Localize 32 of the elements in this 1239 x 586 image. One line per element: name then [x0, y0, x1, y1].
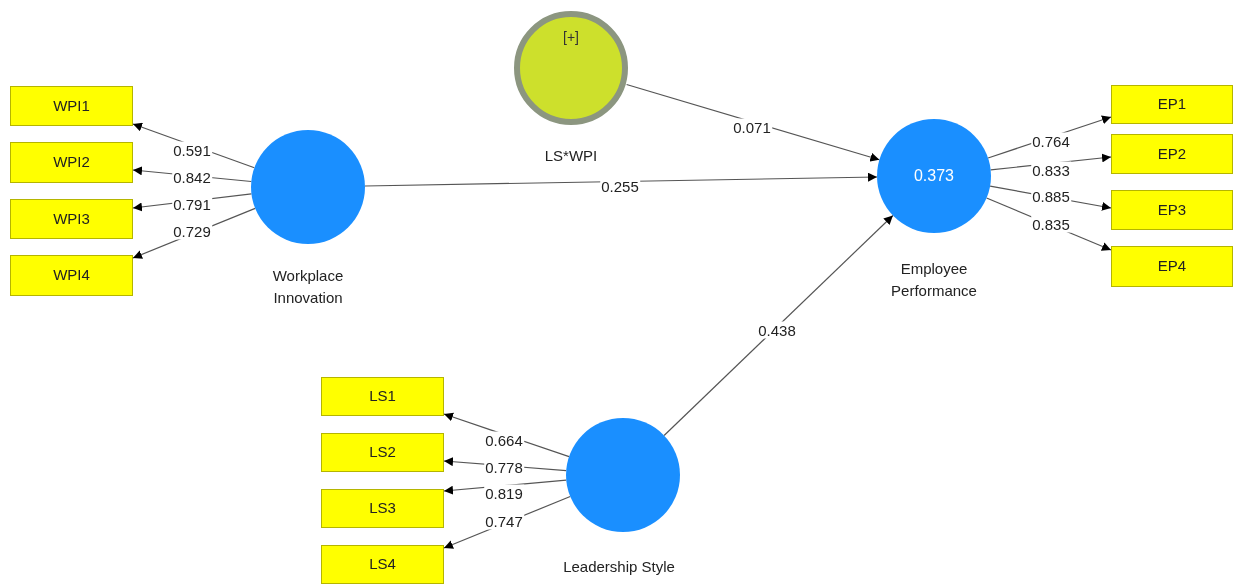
- indicator-box: LS2: [321, 433, 444, 472]
- edge-label: 0.833: [1031, 161, 1071, 179]
- indicator-box: WPI3: [10, 199, 133, 239]
- arrow: [663, 214, 894, 437]
- indicator-box: WPI1: [10, 86, 133, 126]
- edge-label: 0.835: [1031, 215, 1071, 233]
- indicator-box: EP4: [1111, 246, 1233, 287]
- indicator-box: LS4: [321, 545, 444, 584]
- edge-label: 0.747: [484, 512, 524, 530]
- indicator-box: EP1: [1111, 85, 1233, 124]
- construct-label: LS*WPI: [543, 146, 599, 166]
- edge-label: 0.664: [484, 431, 524, 449]
- edge-label: 0.791: [172, 195, 212, 213]
- edge-label: 0.438: [757, 321, 797, 339]
- indicator-box: LS1: [321, 377, 444, 416]
- indicator-box: LS3: [321, 489, 444, 528]
- edge-label: 0.071: [732, 118, 772, 136]
- edge-label: 0.764: [1031, 132, 1071, 150]
- r-squared-value: 0.373: [913, 166, 954, 186]
- edge-label: 0.255: [600, 177, 640, 195]
- indicator-box: WPI4: [10, 255, 133, 296]
- construct-label: Workplace Innovation: [271, 266, 345, 308]
- construct-label: Leadership Style: [562, 557, 676, 577]
- edge-label: 0.819: [484, 484, 524, 502]
- edge-label: 0.591: [172, 141, 212, 159]
- edge-label: 0.729: [172, 222, 212, 240]
- indicator-box: WPI2: [10, 142, 133, 183]
- interaction-mark: [+]: [563, 28, 579, 47]
- indicator-box: EP2: [1111, 134, 1233, 174]
- construct-label: Employee Performance: [890, 259, 978, 301]
- indicator-box: EP3: [1111, 190, 1233, 230]
- arrow: [364, 172, 878, 187]
